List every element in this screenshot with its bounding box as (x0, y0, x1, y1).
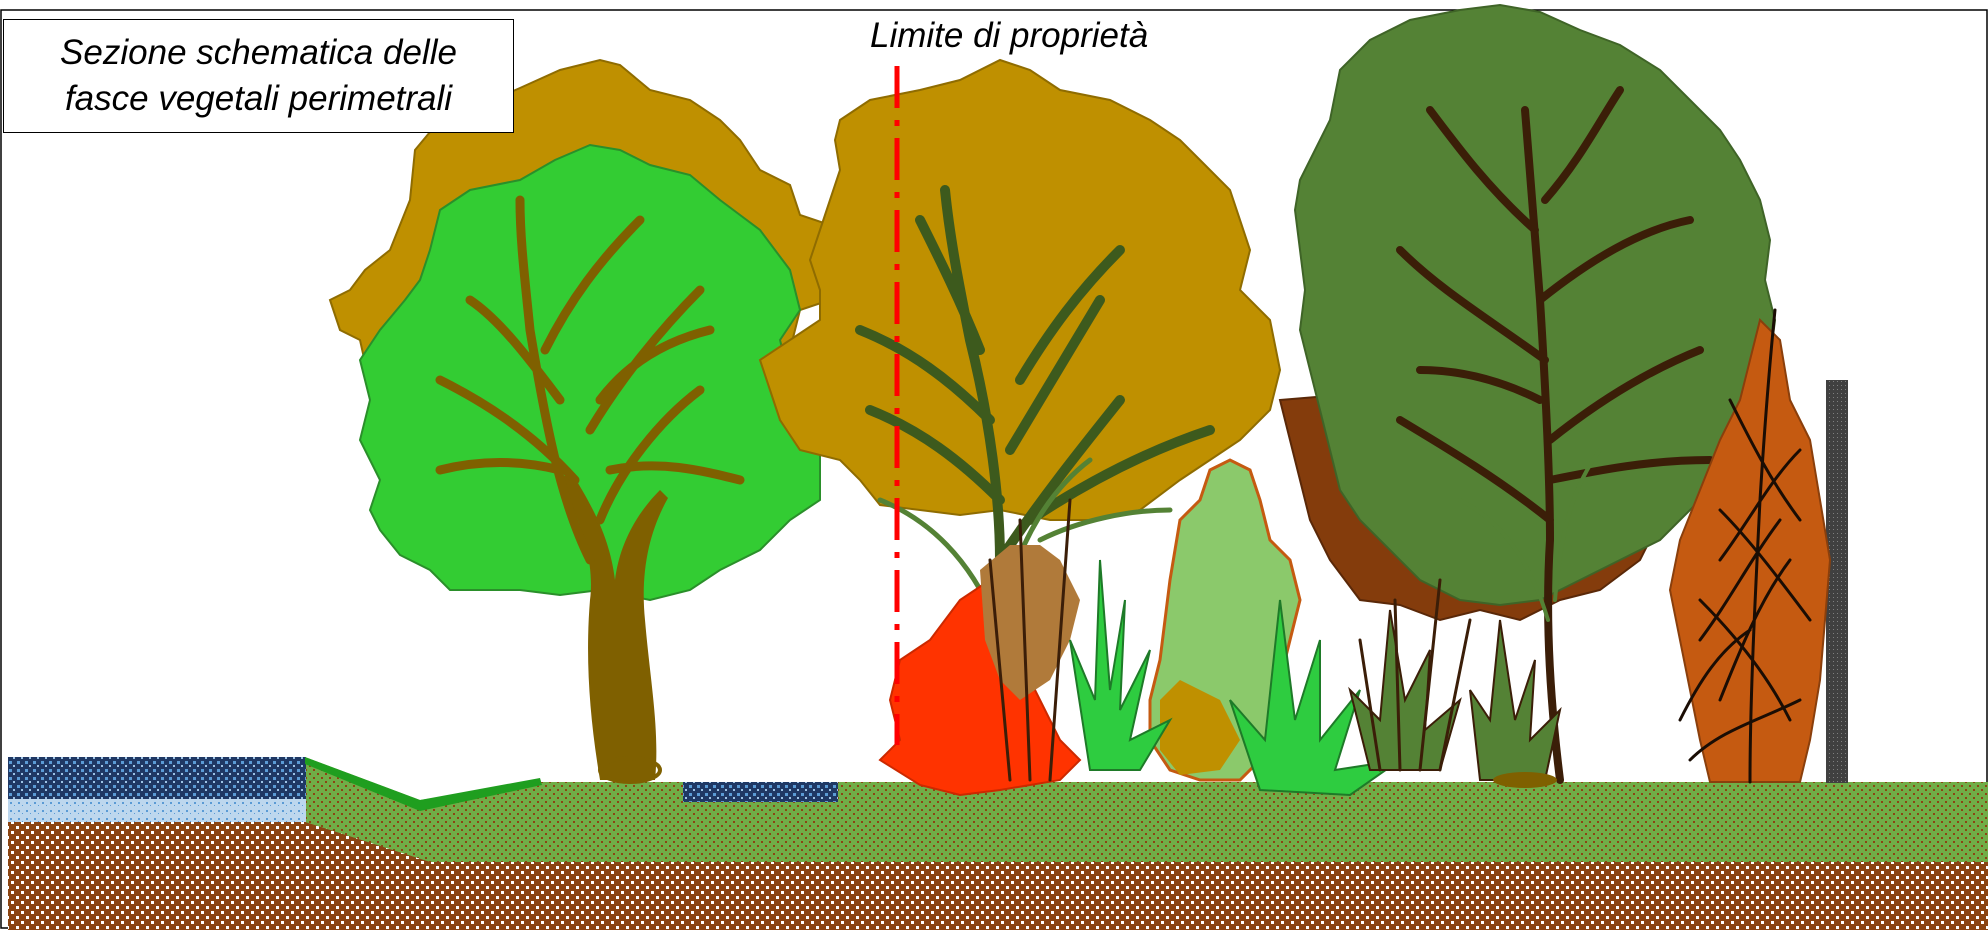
water-basin (8, 757, 306, 799)
tree-icon (330, 60, 840, 782)
paving-strip (683, 782, 838, 802)
grass-base (1493, 772, 1557, 788)
fence-post-icon (1826, 380, 1848, 783)
tree-crown (760, 60, 1280, 520)
grass-blades-1 (1070, 560, 1170, 770)
diagram-title-line-1: Sezione schematica delle (60, 30, 457, 76)
diagram-title-box: Sezione schematica delle fasce vegetali … (3, 19, 514, 133)
gravel-layer (8, 799, 306, 822)
diagram-title-line-2: fasce vegetali perimetrali (65, 76, 452, 122)
property-boundary-label: Limite di proprietà (870, 16, 1310, 56)
shrub-icon (880, 545, 1080, 795)
